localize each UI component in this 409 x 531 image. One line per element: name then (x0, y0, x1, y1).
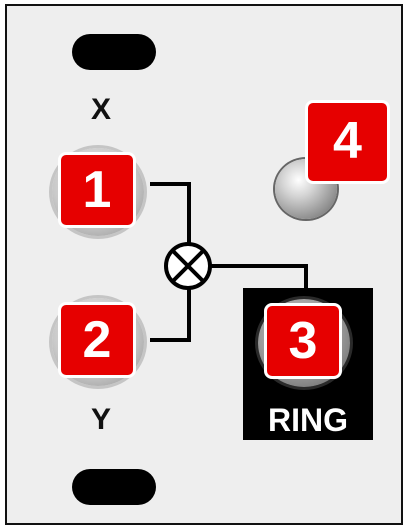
top-mount-slot (72, 34, 156, 70)
ring-output-jack[interactable]: 3 (252, 293, 356, 393)
jack-1-badge: 1 (58, 152, 136, 228)
input-y-label: Y (90, 403, 111, 436)
input-x-jack[interactable]: 1 (46, 142, 150, 242)
multiplier-icon (164, 242, 212, 290)
indicator-4-badge: 4 (305, 100, 390, 184)
jack-2-badge: 2 (58, 302, 136, 378)
input-x-label: X (90, 93, 111, 126)
ring-output-label: RING (268, 402, 348, 438)
wire-to-ring (210, 264, 308, 298)
jack-3-badge: 3 (264, 303, 342, 379)
input-y-jack[interactable]: 2 (46, 292, 150, 392)
wire-from-y (150, 288, 191, 342)
bottom-mount-slot (72, 469, 156, 505)
wire-from-x (150, 182, 191, 246)
